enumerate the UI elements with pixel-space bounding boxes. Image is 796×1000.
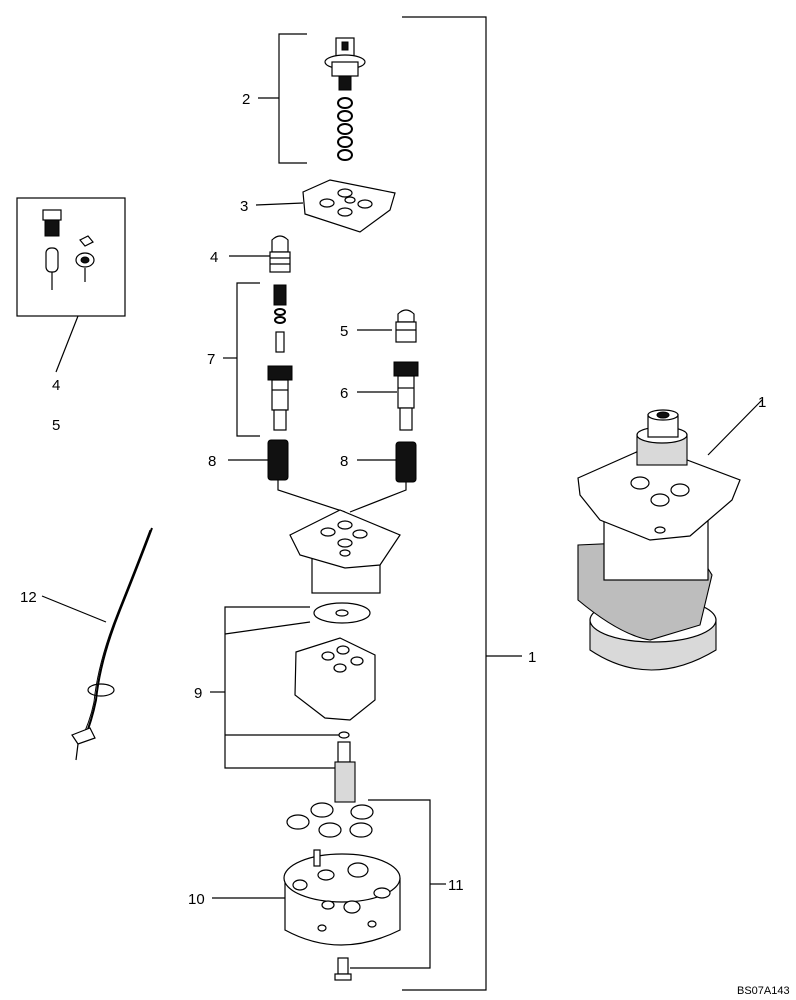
- item-4-group: 4: [210, 235, 291, 273]
- item-12-group: 12: [20, 527, 153, 761]
- item-6-group: 6: [340, 361, 419, 431]
- callout-5-inset: 5: [52, 417, 60, 434]
- shaft-part: [334, 741, 356, 803]
- drawing-code: BS07A143: [737, 985, 790, 997]
- spool-assembly-left-part: [267, 284, 293, 431]
- callout-6: 6: [340, 385, 348, 402]
- spring-left-part: [267, 439, 289, 481]
- callout-4-main: 4: [210, 249, 218, 266]
- item-3-group: 3: [240, 179, 396, 233]
- callout-1-assembled: 1: [758, 394, 766, 411]
- callout-12: 12: [20, 589, 37, 606]
- callout-7: 7: [207, 351, 215, 368]
- upper-housing-part: [289, 509, 401, 594]
- gasket-plate-part: [302, 179, 396, 233]
- sensor-cable-part: [71, 527, 153, 761]
- callout-8-right: 8: [340, 453, 348, 470]
- callout-8-left: 8: [208, 453, 216, 470]
- item-9-group: 9: [194, 602, 376, 803]
- screw-part: [334, 957, 352, 981]
- mid-block-part: [294, 637, 376, 721]
- main-assembly-bracket: 1: [402, 16, 536, 991]
- lower-body-part: [283, 849, 401, 946]
- callout-1-main: 1: [528, 649, 536, 666]
- inset-plug-part: [42, 209, 95, 290]
- callout-3: 3: [240, 198, 248, 215]
- pressure-valve-part: [324, 37, 366, 161]
- inset-box: [16, 197, 126, 317]
- item-8-group: 8 8: [208, 439, 417, 513]
- callout-9: 9: [194, 685, 202, 702]
- item-1-assembled: 1: [577, 394, 766, 671]
- seal-rings-part: [286, 802, 374, 838]
- callout-4-inset: 4: [52, 377, 60, 394]
- item-11-group: 11: [286, 799, 464, 981]
- item-10-group: 10: [188, 849, 401, 946]
- spring-right-part: [395, 441, 417, 483]
- callout-5-main: 5: [340, 323, 348, 340]
- assembled-valve-part: [577, 409, 741, 671]
- item-7-group: 7: [207, 282, 293, 437]
- inset-group: 4 5: [16, 197, 126, 434]
- spool-right-part: [393, 361, 419, 431]
- callout-11: 11: [448, 877, 464, 894]
- callout-2: 2: [242, 91, 250, 108]
- callout-10: 10: [188, 891, 205, 908]
- plug-part: [269, 235, 291, 273]
- item-5-group: 5: [340, 309, 417, 343]
- item-2-group: 2: [242, 33, 366, 164]
- plug-right-part: [395, 309, 417, 343]
